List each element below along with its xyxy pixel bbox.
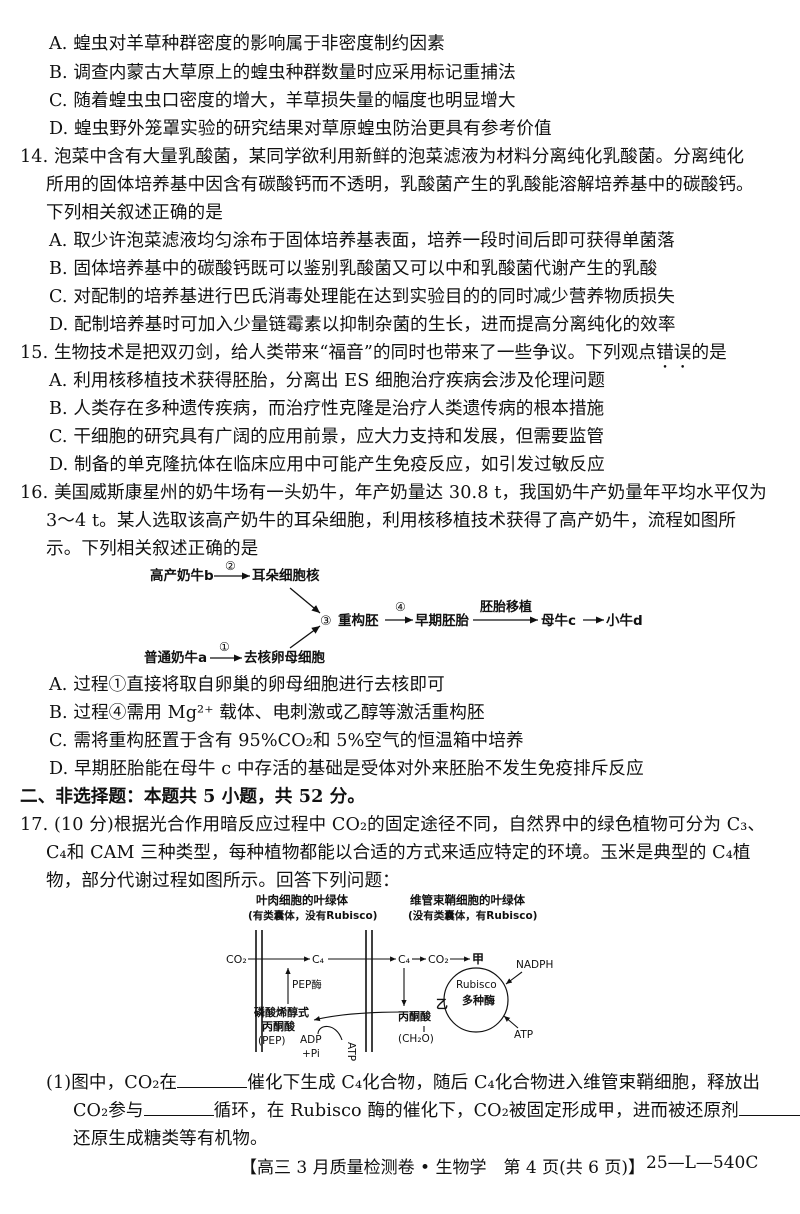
ear-nucleus-label: 耳朵细胞核: [252, 567, 320, 584]
cow-a-label: 普通奶牛a: [144, 649, 207, 666]
arrow-ear-to-recon: [289, 587, 321, 614]
bundle-sheath-title: 维管束鞘细胞的叶绿体: [410, 893, 525, 907]
q15-option-a: A. 利用核移植技术获得胚胎，分离出 ES 细胞治疗疾病会涉及伦理问题: [49, 371, 606, 391]
q16-option-b: B. 过程④需用 Mg²⁺ 载体、电刺激或乙醇等激活重构胚: [49, 703, 485, 723]
q16-stem-line-1: 16. 美国威斯康星州的奶牛场有一头奶牛，年产奶量达 30.8 t，我国奶牛产奶…: [20, 483, 767, 503]
rubisco-label: Rubisco: [456, 979, 497, 991]
q14-option-a: A. 取少许泡菜滤液均匀涂布于固体培养基表面，培养一段时间后即可获得单菌落: [49, 231, 675, 251]
pep-enzyme-label: PEP酶: [292, 978, 322, 991]
q17-sub1-line-2: CO₂参与 循环，在 Rubisco 酶的催化下，CO₂被固定形成甲，进而被还原剂: [73, 1098, 800, 1124]
q13-option-b: B. 调查内蒙古大草原上的蝗虫种群数量时应采用标记重捕法: [49, 63, 516, 83]
nadph-label: NADPH: [516, 959, 553, 971]
arrow-nadph-in: [505, 971, 523, 985]
q15-option-b: B. 人类存在多种遗传疾病，而治疗性克隆是治疗人类遗传病的根本措施: [49, 399, 605, 419]
q16-stem-line-3: 示。下列相关叙述正确的是: [46, 539, 259, 559]
q15-option-d: D. 制备的单克隆抗体在临床应用中可能产生免疫反应，如引发过敏反应: [49, 455, 605, 475]
footer-code: 25—L—540C: [646, 1153, 759, 1173]
embryo-transfer-label: 胚胎移植: [480, 599, 532, 615]
pep-line-3: (PEP): [258, 1035, 286, 1047]
cow-c-label: 母牛c: [541, 612, 576, 629]
q15-option-c: C. 干细胞的研究具有广阔的应用前景，应大力支持和发展，但需要监管: [49, 427, 605, 447]
arrow-atp-in: [503, 1015, 519, 1029]
step-4-label: ④: [395, 600, 406, 614]
q17-stem-line-3: 物，部分代谢过程如图所示。回答下列问题：: [46, 871, 400, 891]
pep-line-2: 丙酮酸: [262, 1019, 296, 1033]
step-3-label: ③: [320, 614, 332, 629]
early-embryo-label: 早期胚胎: [415, 612, 469, 629]
yi-label: 乙: [436, 997, 448, 1011]
co2-left-label: CO₂: [226, 953, 247, 966]
q16-option-a: A. 过程①直接将取自卵巢的卵母细胞进行去核即可: [49, 675, 445, 695]
calf-d-label: 小牛d: [606, 612, 643, 629]
q15-stem-emphasis: 错误: [656, 343, 692, 363]
nuclear-transfer-flowchart: 高产奶牛b ② 耳朵细胞核 普通奶牛a ① 去核卵母细胞 ③ 重构胚 ④ 早期胚…: [144, 559, 643, 666]
step-2-label: ②: [225, 559, 236, 573]
atp-adp-curve: [317, 1025, 343, 1041]
arrow-pyruvate-to-pep: [313, 1011, 403, 1022]
q14-option-c: C. 对配制的培养基进行巴氏消毒处理能在达到实验目的的同时减少营养物质损失: [49, 287, 675, 307]
q16-stem-line-2: 3～4 t。某人选取该高产奶牛的耳朵细胞，利用核移植技术获得了高产奶牛，流程如图…: [46, 511, 737, 531]
oocyte-label: 去核卵母细胞: [244, 649, 325, 666]
pep-line-1: 磷酸烯醇式: [254, 1005, 309, 1019]
c4-left-label: C₄: [312, 953, 325, 966]
blank-1[interactable]: [177, 1071, 248, 1088]
arrow-oocyte-to-recon: [289, 625, 321, 649]
q14-option-b: B. 固体培养基中的碳酸钙既可以鉴别乳酸菌又可以中和乳酸菌代谢产生的乳酸: [49, 259, 658, 279]
jia-label: 甲: [472, 952, 484, 966]
q13-option-a: A. 蝗虫对羊草种群密度的影响属于非密度制约因素: [49, 34, 445, 54]
q17-sub1-part-c: CO₂参与: [73, 1101, 144, 1121]
q13-option-c: C. 随着蝗虫虫口密度的增大，羊草损失量的幅度也明显增大: [49, 91, 516, 111]
q14-option-d: D. 配制培养基时可加入少量链霉素以抑制杂菌的生长，进而提高分离纯化的效率: [49, 315, 676, 335]
pyruvate-right-label: 丙酮酸: [398, 1009, 432, 1023]
q17-sub1-part-a: (1)图中，CO₂在: [46, 1073, 178, 1093]
many-enzymes-label: 多种酶: [462, 993, 495, 1007]
section-two-heading: 二、非选择题：本题共 5 小题，共 52 分。: [20, 786, 366, 807]
atp-right-label: ATP: [514, 1029, 533, 1041]
blank-2[interactable]: [143, 1099, 214, 1116]
q14-stem-line-1: 14. 泡菜中含有大量乳酸菌，某同学欲利用新鲜的泡菜滤液为材料分离纯化乳酸菌。分…: [20, 147, 745, 167]
q14-stem-line-3: 下列相关叙述正确的是: [46, 203, 223, 223]
adp-label: ADP: [300, 1034, 322, 1046]
q16-option-c: C. 需将重构胚置于含有 95%CO₂和 5%空气的恒温箱中培养: [49, 731, 524, 751]
q15-stem-pre: 15. 生物技术是把双刃剑，给人类带来“福音”的同时也带来了一些争议。下列观点: [20, 343, 657, 363]
calvin-cycle-ring: [443, 967, 509, 1033]
step-1-label: ①: [219, 640, 230, 654]
q17-sub1-line-1: (1)图中，CO₂在 催化下生成 C₄化合物，随后 C₄化合物进入维管束鞘细胞，释…: [46, 1070, 760, 1096]
q17-stem-line-1: 17. (10 分)根据光合作用暗反应过程中 CO₂的固定途径不同，自然界中的绿…: [20, 815, 766, 835]
mesophyll-title: 叶肉细胞的叶绿体: [256, 893, 348, 907]
bundle-sheath-note: (没有类囊体，有Rubisco): [408, 909, 537, 922]
q17-sub1-part-b: 催化下生成 C₄化合物，随后 C₄化合物进入维管束鞘细胞，释放出: [247, 1073, 761, 1093]
q16-option-d: D. 早期胚胎能在母牛 c 中存活的基础是受体对外来胚胎不发生免疫排斥反应: [49, 759, 644, 779]
atp-left-label: ATP: [345, 1042, 357, 1061]
mesophyll-note: (有类囊体，没有Rubisco): [248, 909, 377, 922]
q15-stem-post: 的是: [691, 343, 727, 363]
co2-right-label: CO₂: [428, 953, 449, 966]
blank-3[interactable]: [738, 1099, 800, 1116]
pi-label: +Pi: [302, 1048, 320, 1060]
c4-pathway-diagram: 叶肉细胞的叶绿体 (有类囊体，没有Rubisco) 维管束鞘细胞的叶绿体 (没有…: [226, 893, 553, 1061]
q13-option-d: D. 蝗虫野外笼罩实验的研究结果对草原蝗虫防治更具有参考价值: [49, 119, 552, 139]
q14-stem-line-2: 所用的固体培养基中因含有碳酸钙而不透明，乳酸菌产生的乳酸能溶解培养基中的碳酸钙。: [46, 175, 754, 195]
q17-sub1-line-3: 还原生成糖类等有机物。: [73, 1129, 268, 1149]
q17-stem-line-2: C₄和 CAM 三种类型，每种植物都能以合适的方式来适应特定的环境。玉米是典型的…: [46, 843, 751, 863]
q15-stem: 15. 生物技术是把双刃剑，给人类带来“福音”的同时也带来了一些争议。下列观点错…: [20, 340, 727, 373]
q17-sub1-part-d: 循环，在 Rubisco 酶的催化下，CO₂被固定形成甲，进而被还原剂: [213, 1101, 739, 1121]
cow-b-label: 高产奶牛b: [150, 567, 214, 584]
c4-right-label: C₄: [398, 953, 411, 966]
ch2o-label: (CH₂O): [398, 1033, 434, 1045]
footer-title: 【高三 3 月质量检测卷 • 生物学 第 4 页(共 6 页)】: [240, 1158, 645, 1178]
reconstructed-embryo-label: 重构胚: [338, 612, 379, 629]
